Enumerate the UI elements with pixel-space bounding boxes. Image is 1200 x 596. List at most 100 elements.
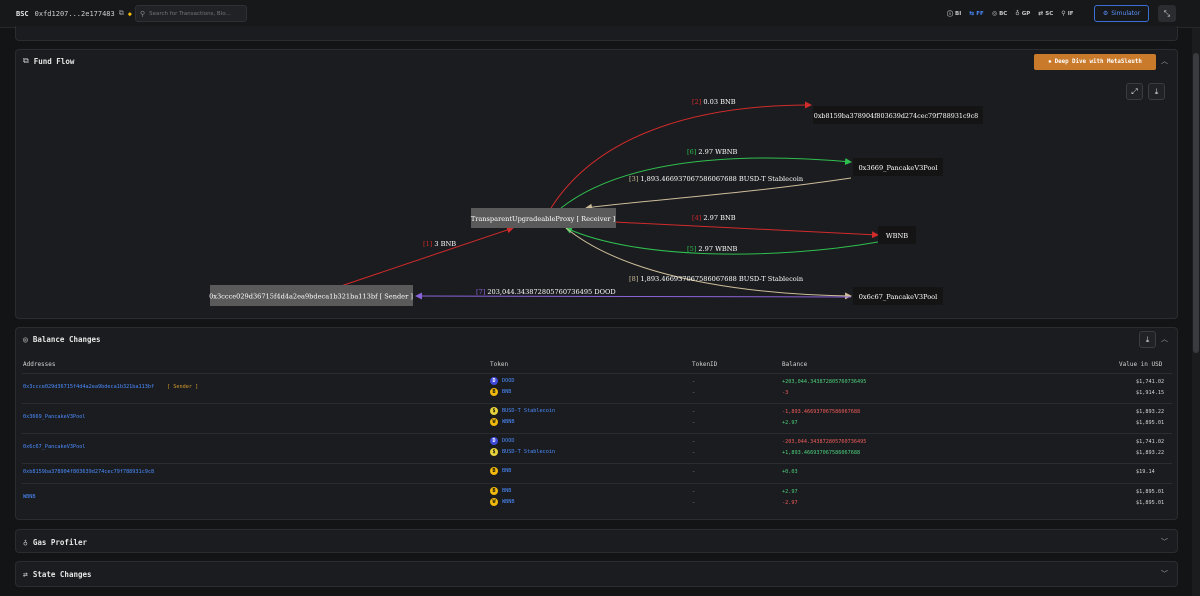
token-id: - [692,450,696,456]
token-cell[interactable]: $BUSD-T Stablecoin [490,448,555,456]
nav-gp[interactable]: ♁GP [1015,9,1030,18]
state-changes-title: State Changes [32,569,92,579]
nav-sc-label: SC [1045,10,1054,17]
balance-changes-header[interactable]: ◎ Balance Changes ︿ [16,328,1177,350]
gas-icon: ♁ [1015,10,1020,17]
gas-profiler-header[interactable]: ♁ Gas Profiler ﹀ [16,530,1177,554]
balance-value: -2.97 [782,500,798,506]
nav-sc[interactable]: ⇄SC [1038,9,1053,18]
fund-flow-panel: ⧉ Fund Flow ︿ ✹ Deep Dive with MetaSleut… [15,49,1178,319]
simulator-label: Simulator [1111,10,1141,17]
edge-3 [585,177,852,211]
node-receiver: TransparentUpgradeableProxy [ Receiver ] [471,215,615,223]
expand-icon[interactable]: ⤢ [1126,83,1143,100]
search-input[interactable] [149,10,242,17]
row-address[interactable]: 0xb8159ba378904f803639d274cec79f788931c9… [23,469,155,475]
usd-value: $19.14 [1136,469,1155,475]
fund-flow-title: Fund Flow [33,56,75,66]
chevron-up-icon[interactable]: ︿ [1161,57,1168,65]
nav-ff-label: FF [976,10,984,17]
scrollbar[interactable] [1192,28,1200,596]
token-id: - [692,489,696,495]
token-id: - [692,439,696,445]
fund-flow-header[interactable]: ⧉ Fund Flow ︿ [16,50,1177,72]
token-name: BNB [502,488,512,494]
edge-6 [560,157,852,209]
previous-panel [15,26,1178,41]
token-name: DOOD [502,378,515,384]
token-name: BUSD-T Stablecoin [502,408,556,414]
token-id: - [692,469,696,475]
token-id: - [692,500,696,506]
token-cell[interactable]: D DOOD [490,377,515,385]
row-address[interactable]: 0x6c67_PancakeV3Pool [23,444,86,450]
state-icon: ⇄ [1038,10,1044,17]
nav-if[interactable]: ⚲IF [1061,9,1073,18]
gas-profiler-panel[interactable]: ♁ Gas Profiler ﹀ [15,529,1178,553]
balance-value: +203,044.343872805760736495 [782,379,867,385]
download-icon[interactable]: ⤓ [1148,83,1165,100]
chevron-down-icon[interactable]: ﹀ [1161,570,1168,578]
bnb-chain-icon: ◆ [127,9,132,18]
collapse-icon[interactable]: ⤡ [1158,5,1176,22]
edge-label-7: [7]203,044.343872805760736495 DOOD [476,288,616,296]
token-id: - [692,420,696,426]
state-changes-panel[interactable]: ⇄ State Changes ﹀ [15,561,1178,587]
balance-value: +0.03 [782,469,798,475]
deep-dive-button[interactable]: ✹ Deep Dive with MetaSleuth [1034,54,1156,70]
state-changes-header[interactable]: ⇄ State Changes ﹀ [16,562,1177,586]
edge-label-1: [1]3 BNB [423,240,456,248]
deep-dive-label: Deep Dive with MetaSleuth [1054,59,1142,65]
balance-icon: ◎ [991,10,998,17]
edge-7 [415,292,852,300]
search-icon: ⚲ [140,9,146,18]
search-box[interactable]: ⚲ [135,5,247,22]
nav-bc[interactable]: ◎BC [992,9,1007,18]
row-address[interactable]: WBNB [23,494,36,500]
fund-flow-graph: 0x3ccce029d36715f4d4a2ea9bdeca1b321ba113… [209,98,983,306]
usd-value: $1,741.02 [1136,439,1165,445]
token-name: WBNB [502,419,515,425]
chevron-up-icon[interactable]: ︿ [1161,335,1168,343]
dood-token-icon: D [490,377,498,385]
fund-flow-icon: ⇆ [969,10,975,17]
simulator-button[interactable]: ⚙ Simulator [1094,5,1149,22]
node-sender-box [210,285,413,306]
token-cell[interactable]: $BUSD-T Stablecoin [490,407,555,415]
row-address[interactable]: 0x3669_PancakeV3Pool [23,414,86,420]
balance-changes-title: Balance Changes [32,334,101,344]
download-icon[interactable]: ⤓ [1139,331,1156,348]
node-receiver-box [471,208,616,228]
node-3669-box [853,158,943,176]
info-icon: ⓘ [947,11,954,18]
row-divider [22,433,1172,434]
bnb-token-icon: B [490,388,498,396]
wbnb-token-icon: W [490,498,498,506]
edge-label-2: [2]0.03 BNB [692,98,736,106]
nav-ff[interactable]: ⇆FF [969,9,984,18]
nav-bc-label: BC [999,10,1008,17]
scrollbar-thumb[interactable] [1193,53,1199,353]
header-value-usd: Value in USD [1119,361,1163,368]
tx-hash[interactable]: 0xfd1207...2e177483 [34,9,115,18]
row-address[interactable]: 0x3ccce029d36715f4d4a2ea9bdeca1b321ba113… [23,384,155,390]
metasleuth-icon: ✹ [1048,59,1052,65]
balance-value: -203,044.343872805760736495 [782,439,867,445]
token-cell[interactable]: B BNB [490,388,511,396]
header-addresses: Addresses [23,361,56,368]
chevron-down-icon[interactable]: ﹀ [1161,538,1168,546]
node-pool-3669: 0x3669_PancakeV3Pool [858,164,937,172]
edge-2 [550,101,812,209]
copy-icon[interactable]: ⧉ [118,9,124,17]
dood-token-icon: D [490,437,498,445]
token-name: BUSD-T Stablecoin [502,449,556,455]
node-6c67-box [853,287,943,305]
invocation-icon: ⚲ [1061,10,1066,17]
token-name: BNB [502,389,512,395]
